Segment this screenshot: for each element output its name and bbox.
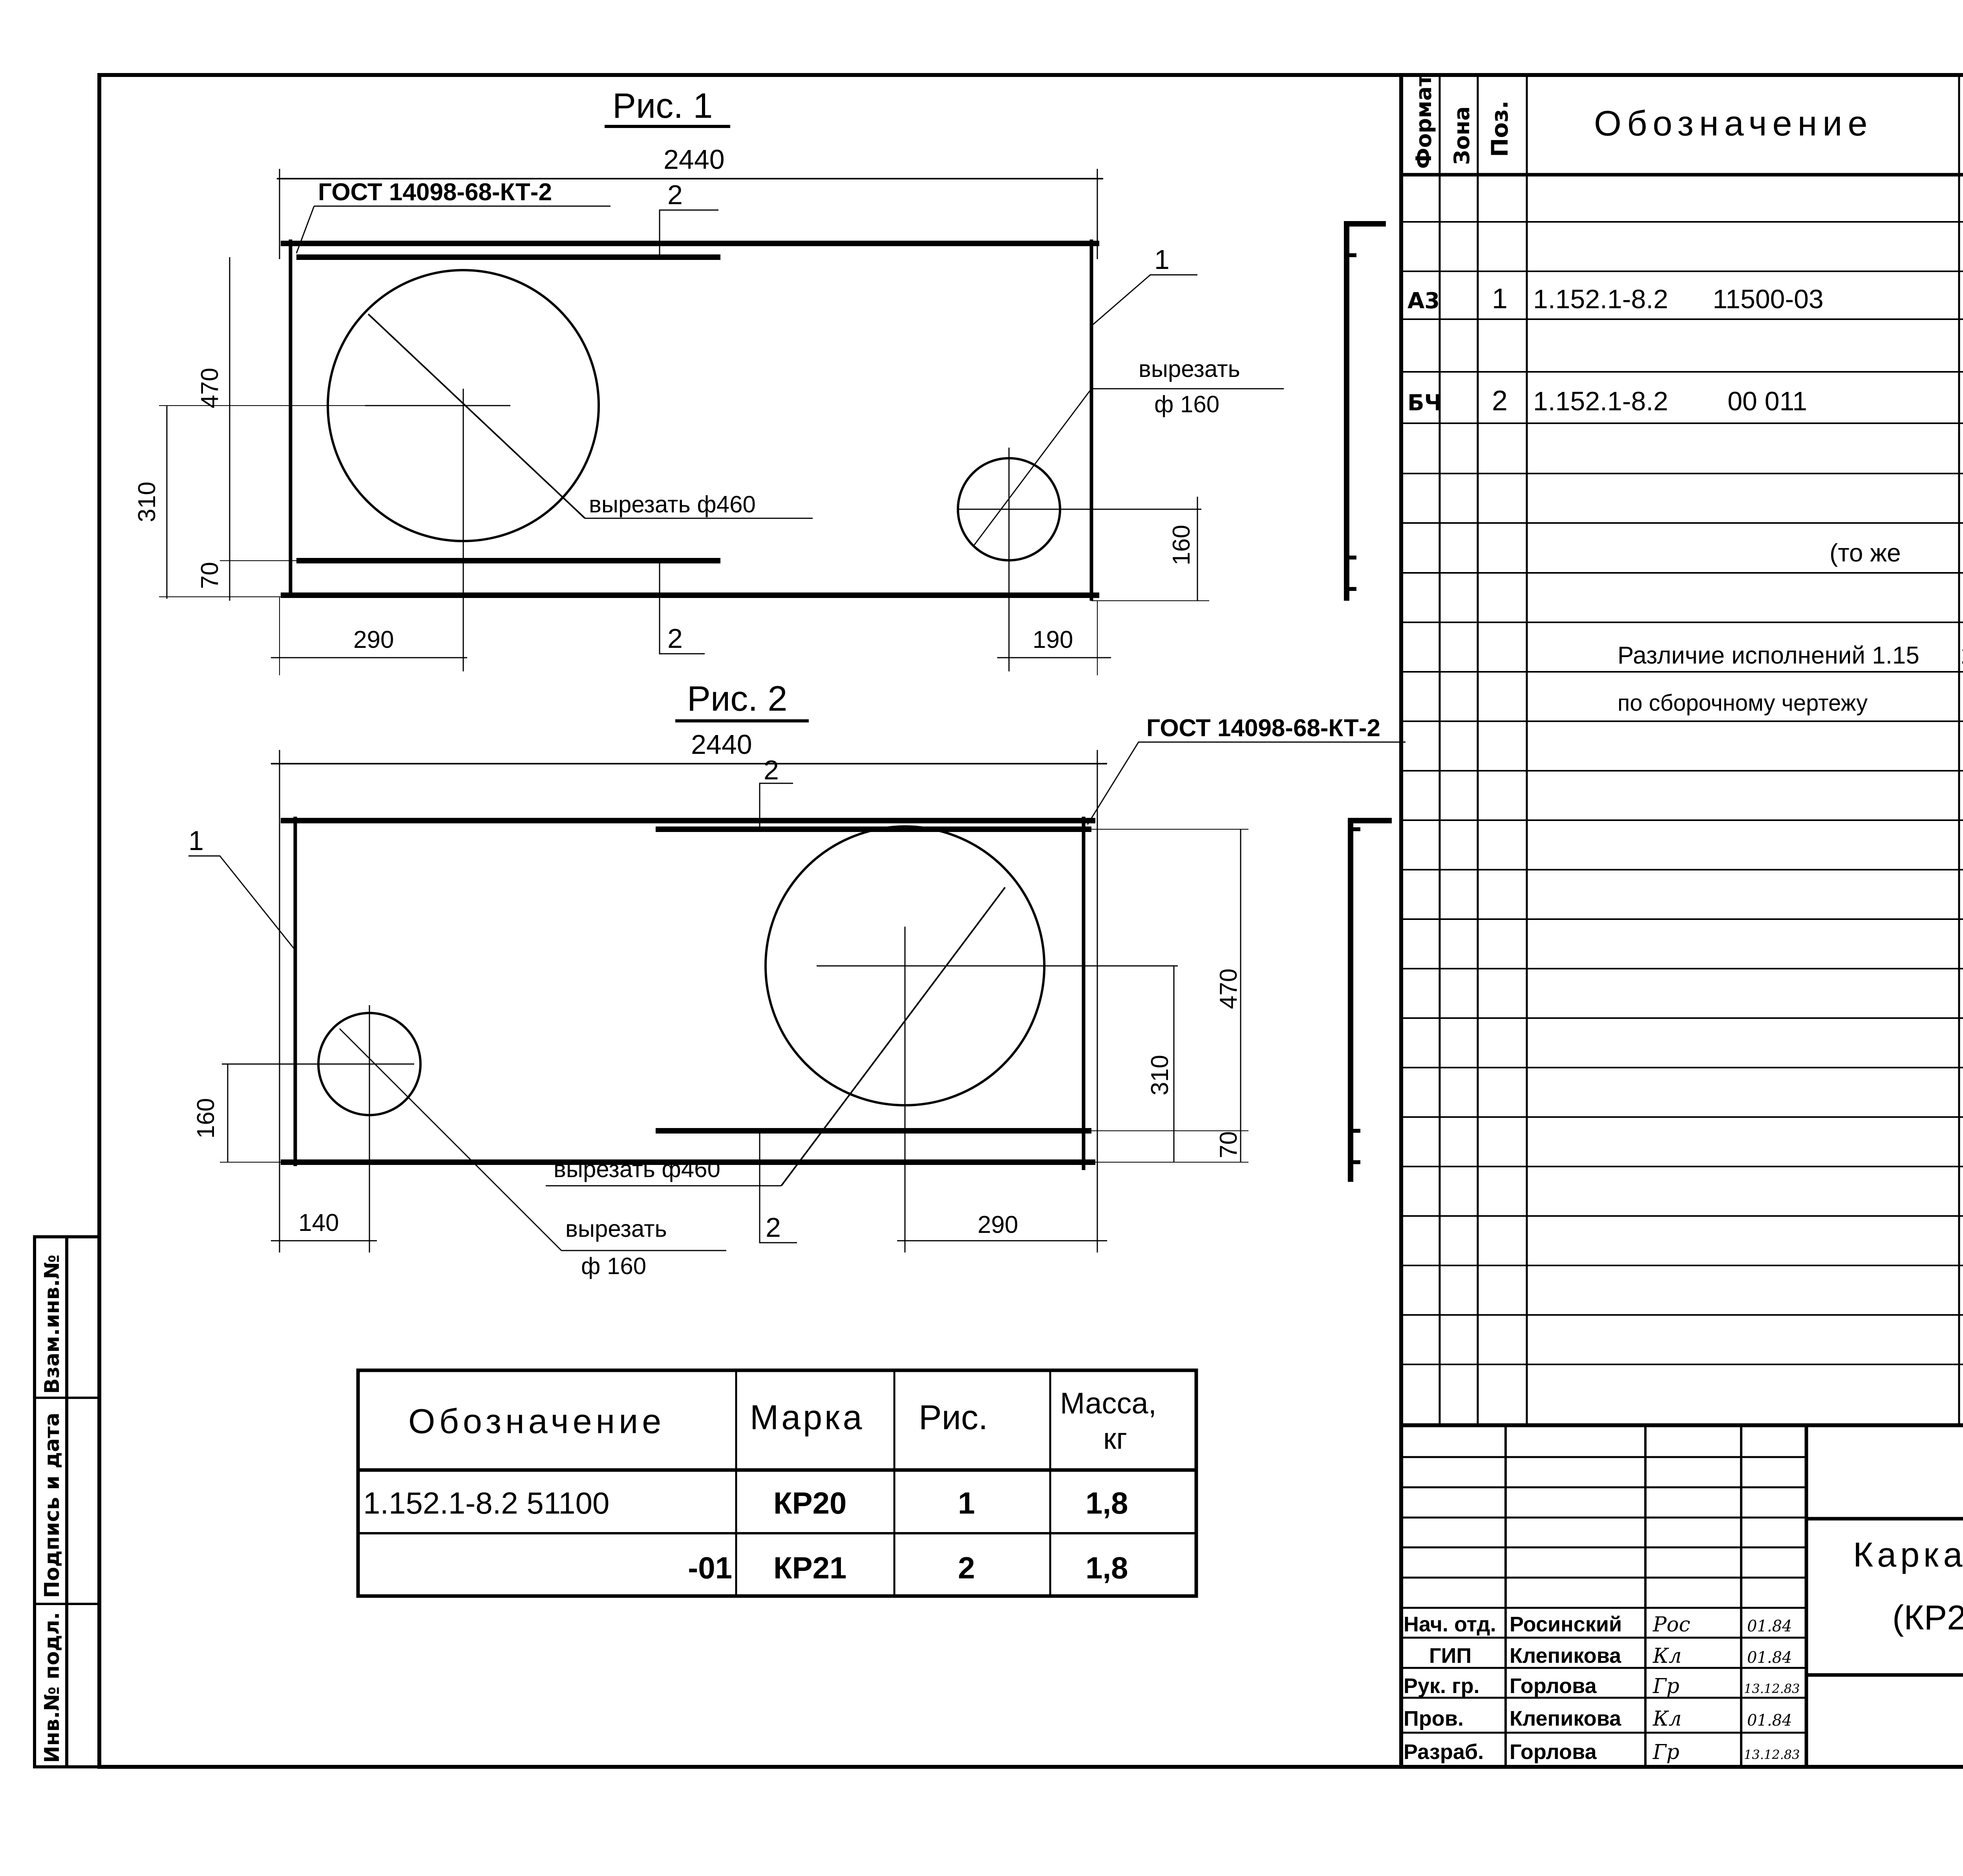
- dim-470: 470: [196, 368, 223, 408]
- side-stamp: Инв.№ подл. Подпись и дата Взам.инв.№: [33, 1235, 101, 1768]
- mark-row-2-mass: 1,8: [1086, 1551, 1128, 1585]
- mark-table-header-fig: Рис.: [919, 1398, 988, 1437]
- spec-row-10-name: 2.1-8.2 51100 и 1.152.1-8.1: [1961, 642, 1963, 669]
- spec-row-8-designation: (то же: [1830, 539, 1901, 567]
- mark-row-1-mark: КР20: [773, 1486, 846, 1520]
- dim-310: 310: [133, 482, 161, 522]
- title-name-line-2: (КР20; КР21): [1892, 1598, 1963, 1637]
- dim-290: 290: [353, 626, 394, 653]
- mark-row-1-fig: 1: [958, 1486, 975, 1520]
- role-nach-otd: Нач. отд.: [1404, 1613, 1496, 1636]
- weld-note-fig2: ГОСТ 14098-68-КТ-2: [1146, 715, 1380, 742]
- figure-2-title: Рис. 2: [687, 679, 787, 719]
- spec-header-zone: Зона: [1449, 106, 1474, 165]
- dim-70: 70: [196, 562, 223, 589]
- dim-2440-fig2: 2440: [691, 729, 752, 760]
- role-razrab: Разраб.: [1404, 1740, 1484, 1764]
- person-3-signature: Гр: [1652, 1675, 1680, 1698]
- pos-2-top-fig2: 2: [764, 755, 779, 785]
- person-1-date: 01.84: [1747, 1617, 1792, 1635]
- role-prov: Пров.: [1404, 1707, 1464, 1730]
- person-4-signature: Кл: [1652, 1707, 1682, 1731]
- role-gip: ГИП: [1429, 1644, 1471, 1668]
- spec-row-3-pos: 1: [1492, 283, 1508, 314]
- dim-310-fig2: 310: [1146, 1055, 1173, 1095]
- dim-160-fig2: 160: [192, 1098, 219, 1139]
- spec-header-designation: Обозначение: [1594, 104, 1873, 143]
- spec-row-5-pos: 2: [1492, 385, 1508, 417]
- cut-label-460-fig2: вырезать ф460: [554, 1156, 720, 1182]
- side-label-vzam-inv: Взам.инв.№: [40, 1254, 64, 1394]
- cut-label-160-b: ф 160: [1154, 391, 1219, 417]
- person-5-name: Горлова: [1510, 1740, 1597, 1764]
- mark-table-header-mark: Марка: [750, 1398, 865, 1437]
- mark-row-1-designation: 1.152.1-8.2 51100: [363, 1486, 609, 1520]
- side-label-sign-date: Подпись и дата: [40, 1413, 64, 1598]
- cut-label-160-fig2-b: ф 160: [581, 1253, 646, 1279]
- rod-profile-views: [1344, 221, 1392, 1182]
- dim-470-fig2: 470: [1215, 969, 1242, 1009]
- pos-2-bottom: 2: [667, 623, 683, 654]
- mark-table-header-designation: Обозначение: [408, 1402, 665, 1441]
- person-3-date: 13.12.83: [1744, 1681, 1800, 1696]
- figure-1: Рис. 1 2440 вырезать ф460 вырезать ф 160: [133, 86, 1284, 675]
- person-1-name: Росинский: [1510, 1613, 1622, 1636]
- dim-190: 190: [1033, 626, 1073, 653]
- figure-1-title: Рис. 1: [612, 86, 713, 126]
- spec-row-3-designation: 1.152.1-8.2 11500-03: [1533, 284, 1824, 314]
- person-2-name: Клепикова: [1510, 1644, 1621, 1668]
- dim-290-fig2: 290: [978, 1211, 1018, 1238]
- person-4-name: Клепикова: [1510, 1707, 1621, 1730]
- dim-160: 160: [1168, 525, 1195, 565]
- spec-row-3-format: А3: [1407, 288, 1440, 314]
- side-label-inv-podl: Инв.№ подл.: [40, 1612, 64, 1763]
- specification-table: Формат Зона Поз. Обозначение Наименовани…: [1399, 74, 1963, 1767]
- spec-header-format: Формат: [1411, 74, 1436, 169]
- pos-2-top: 2: [667, 179, 683, 210]
- person-5-date: 13.12.83: [1744, 1747, 1800, 1762]
- dim-140: 140: [298, 1209, 339, 1236]
- pos-2-bottom-fig2: 2: [766, 1212, 781, 1243]
- pos-1: 1: [1154, 244, 1170, 275]
- mark-row-1-mass: 1,8: [1086, 1486, 1128, 1520]
- mark-table-header-mass: Масса,: [1060, 1387, 1157, 1420]
- spec-row-5-designation: 1.152.1-8.2 00 011: [1533, 386, 1807, 416]
- mark-row-2-designation: -01: [688, 1551, 732, 1585]
- sheet-frame: [97, 73, 1963, 1769]
- person-2-date: 01.84: [1747, 1649, 1792, 1667]
- weld-note: ГОСТ 14098-68-КТ-2: [318, 179, 552, 206]
- role-ruk-gr: Рук. гр.: [1404, 1674, 1480, 1698]
- title-block: Нач. отд. Росинский Рос 01.84 ГИП Клепик…: [1401, 1423, 1963, 1767]
- dim-2440: 2440: [663, 144, 725, 175]
- cut-label-160-fig2-a: вырезать: [565, 1216, 667, 1242]
- spec-row-10-designation: Различие исполнений 1.15: [1618, 642, 1919, 669]
- person-5-signature: Гр: [1652, 1741, 1680, 1764]
- mark-row-2-fig: 2: [958, 1551, 975, 1585]
- person-2-signature: Кл: [1652, 1644, 1682, 1668]
- spec-row-5-format: БЧ: [1407, 390, 1442, 416]
- pos-1-fig2: 1: [188, 825, 204, 856]
- dim-70-fig2: 70: [1215, 1131, 1242, 1158]
- person-4-date: 01.84: [1747, 1711, 1792, 1730]
- figure-2: Рис. 2 2440 вырезать ф460 вырезать ф 160…: [188, 679, 1406, 1279]
- cut-label-460: вырезать ф460: [589, 491, 756, 517]
- cut-label-160-a: вырезать: [1139, 356, 1240, 382]
- spec-row-11-designation: по сборочному чертежу: [1618, 690, 1868, 716]
- spec-header-pos: Поз.: [1486, 101, 1513, 157]
- mark-row-2-mark: КР21: [773, 1551, 846, 1585]
- person-1-signature: Рос: [1652, 1613, 1690, 1636]
- mark-table-header-mass-unit: кг: [1103, 1422, 1127, 1455]
- mark-table: Обозначение Марка Рис. Масса, кг 1.152.1…: [356, 1368, 1198, 1598]
- person-3-name: Горлова: [1510, 1674, 1597, 1698]
- title-name-line-1: Каркас гнутый: [1853, 1535, 1963, 1574]
